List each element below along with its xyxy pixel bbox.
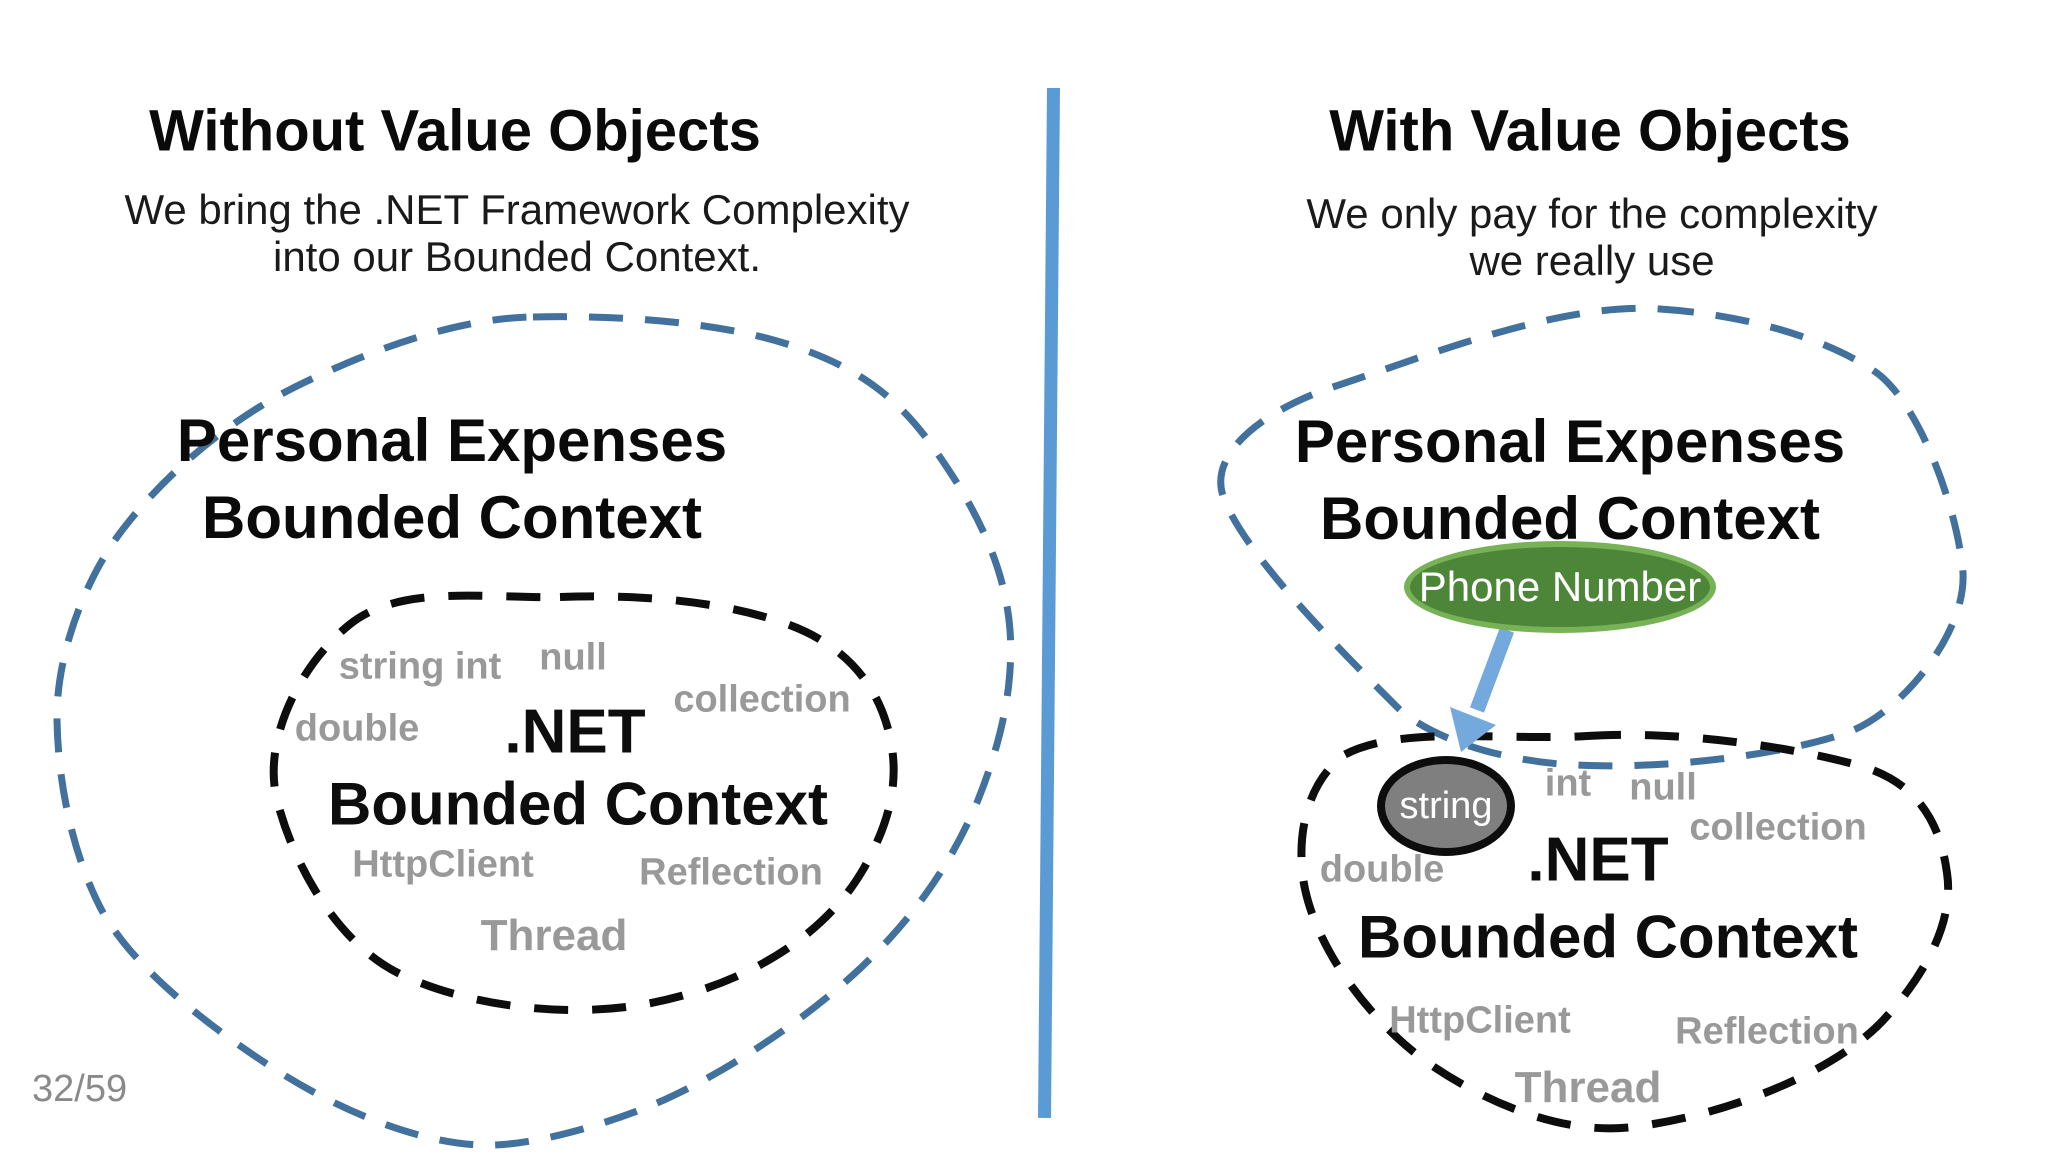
left-net-label: .NET [504, 697, 646, 767]
left-bounded-context-line2: Bounded Context [202, 484, 702, 551]
left-subtitle-line2: into our Bounded Context. [272, 233, 761, 280]
value-object-arrow-icon [1450, 627, 1515, 752]
left-bounded-context-blob [53, 313, 1015, 1149]
string-label: string [1399, 784, 1493, 827]
left-type-httpclient: HttpClient [352, 843, 534, 886]
right-type-null: null [1629, 766, 1697, 809]
right-net-label: .NET [1527, 825, 1669, 895]
left-net-context-blob [269, 591, 898, 1014]
right-net-bounded-context-label: Bounded Context [1358, 903, 1858, 971]
right-subtitle-line1: We only pay for the complexity [1306, 189, 1878, 237]
right-type-collection: collection [1689, 806, 1867, 849]
string-value-object: string [1377, 756, 1515, 856]
left-net-bounded-context-label: Bounded Context [328, 770, 828, 838]
left-type-collection: collection [673, 678, 851, 721]
left-subtitle: We bring the .NET Framework Complexity i… [124, 186, 909, 280]
right-type-int: int [1544, 762, 1592, 805]
left-type-reflection: Reflection [639, 851, 823, 894]
right-bounded-context-line1: Personal Expenses [1294, 408, 1846, 476]
right-type-httpclient: HttpClient [1389, 999, 1571, 1042]
left-bounded-context-line1: Personal Expenses [176, 407, 728, 475]
right-bounded-context-heading: Personal Expenses Bounded Context [1295, 404, 1845, 558]
left-type-string-int: string int [338, 645, 502, 688]
right-subtitle-line2: we really use [1469, 237, 1715, 284]
left-type-null: null [539, 636, 607, 679]
right-title: With Value Objects [1329, 98, 1851, 164]
left-subtitle-line1: We bring the .NET Framework Complexity [124, 185, 910, 233]
right-type-thread: Thread [1514, 1063, 1662, 1112]
phone-number-value-object: Phone Number [1404, 541, 1716, 633]
right-type-reflection: Reflection [1675, 1010, 1859, 1053]
right-bounded-context-blob [1217, 304, 1967, 770]
phone-number-label: Phone Number [1418, 563, 1702, 610]
left-title: Without Value Objects [149, 98, 761, 164]
page-indicator: 32/59 [32, 1068, 128, 1110]
right-subtitle: We only pay for the complexity we really… [1306, 190, 1877, 284]
right-type-double: double [1319, 848, 1445, 891]
left-type-double: double [294, 707, 420, 750]
left-type-thread: Thread [480, 911, 628, 960]
left-bounded-context-heading: Personal Expenses Bounded Context [177, 403, 727, 557]
right-net-context-blob [1297, 730, 1953, 1133]
